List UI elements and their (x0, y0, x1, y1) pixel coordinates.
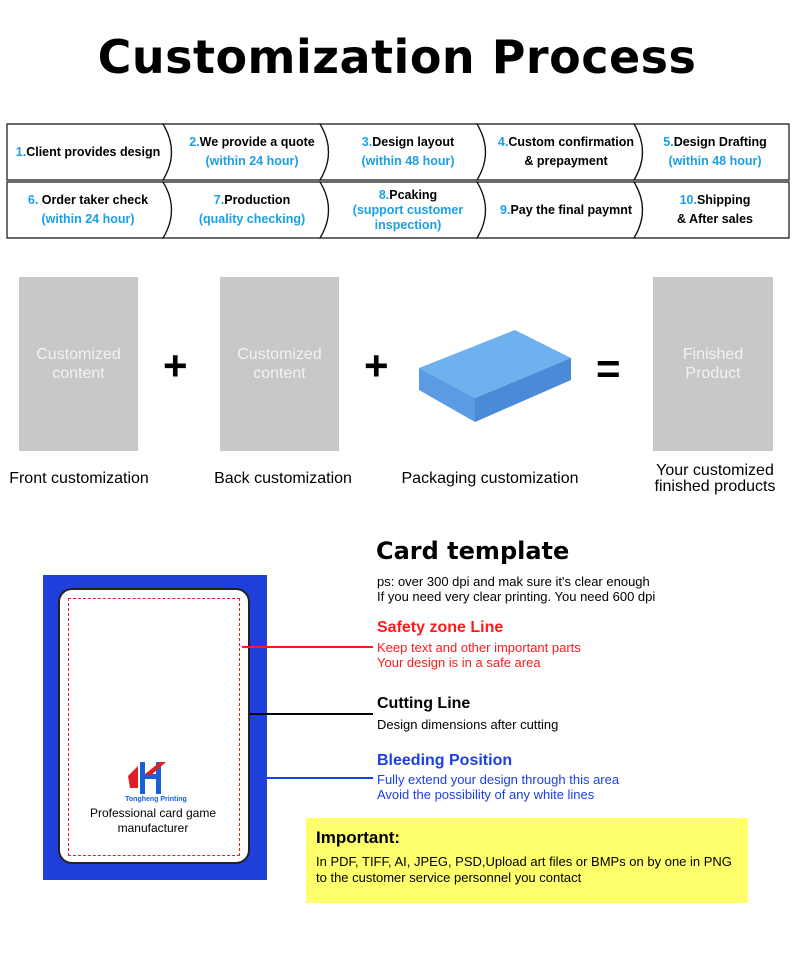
important-notice: Important: In PDF, TIFF, AI, JPEG, PSD,U… (306, 818, 748, 903)
step-10: 10.Shipping & After sales (677, 193, 753, 226)
step-9: 9.Pay the final paymnt (500, 202, 632, 217)
important-text: In PDF, TIFF, AI, JPEG, PSD,Upload art f… (316, 854, 732, 885)
template-title: Card template (376, 537, 570, 565)
finished-product-box: Finished Product (653, 277, 773, 451)
template-note-1: ps: over 300 dpi and mak sure it's clear… (377, 574, 650, 589)
packaging-caption: Packaging customization (401, 470, 579, 487)
safety-desc-2: Your design is in a safe area (377, 655, 541, 670)
back-caption: Back customization (214, 470, 352, 487)
step-3: 3.Design layout (within 48 hour) (361, 135, 455, 168)
cutting-line-card (58, 588, 250, 864)
bleeding-title: Bleeding Position (377, 752, 513, 769)
safety-desc-1: Keep text and other important parts (377, 640, 581, 655)
tongheng-logo-icon (128, 762, 166, 794)
step-7: 7.Production (quality checking) (198, 193, 306, 226)
cutting-connector-line (250, 713, 373, 715)
front-content-box: Customized content (19, 277, 138, 451)
step-6: 6. Order taker check (within 24 hour) (27, 193, 149, 226)
important-title: Important: (316, 828, 401, 847)
bleeding-desc-2: Avoid the possibility of any white lines (377, 787, 595, 802)
bleeding-connector-line (267, 777, 373, 779)
step-8: 8.Pcaking (support customer inspection) (352, 187, 464, 232)
plus-sign: + (163, 342, 188, 389)
page-title: Customization Process (97, 30, 697, 84)
cutting-desc: Design dimensions after cutting (377, 717, 559, 732)
process-steps-outline (6, 123, 790, 239)
logo-tagline: Professional card game manufacturer (89, 806, 217, 835)
step-2: 2.We provide a quote (within 24 hour) (189, 135, 315, 168)
bleeding-desc-1: Fully extend your design through this ar… (377, 772, 620, 787)
safety-connector-line (242, 646, 373, 648)
step-1: 1.Client provides design (15, 144, 161, 159)
safety-title: Safety zone Line (377, 619, 504, 636)
step-10-shape (632, 181, 790, 239)
front-caption: Front customization (9, 470, 149, 487)
template-note-2: If you need very clear printing. You nee… (377, 589, 656, 604)
cutting-title: Cutting Line (377, 695, 471, 712)
step-4: 4.Custom confirmation & prepayment (497, 135, 635, 168)
safety-zone-dashed (68, 598, 240, 856)
finished-caption: Your customized finished products (654, 462, 776, 495)
back-content-box: Customized content (220, 277, 339, 451)
equals-sign: = (596, 345, 621, 392)
package-box-icon (419, 330, 571, 422)
step-5-shape (632, 123, 790, 181)
plus-sign: + (364, 342, 389, 389)
logo-name: Tongheng Printing (125, 796, 187, 803)
step-5: 5.Design Drafting (within 48 hour) (663, 135, 767, 168)
